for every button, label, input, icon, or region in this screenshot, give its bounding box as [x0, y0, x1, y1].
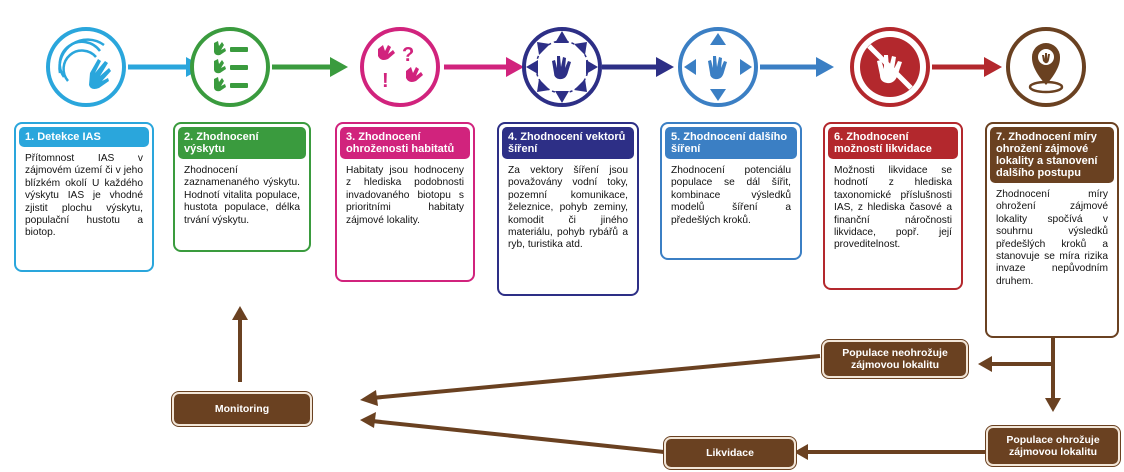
step-title-7: 7. Zhodnocení míry ohrožení zájmové loka… [990, 127, 1114, 183]
arrow-head-3 [506, 57, 524, 77]
hands-question-icon: ? ! [360, 27, 440, 107]
step-text-2: Zhodnocení zaznamenaného výskytu. Hodnot… [184, 165, 300, 226]
step-title-5: 5. Zhodnocení dalšího šíření [665, 127, 797, 159]
flow-arrows [232, 306, 1061, 460]
step-text-5: Zhodnocení potenciálu populace se dál ší… [671, 165, 791, 226]
step-text-1: Přítomnost IAS v zájmovém území či v jeh… [25, 153, 143, 239]
detection-waves-icon [46, 27, 126, 107]
liquidation-box: Likvidace [664, 437, 796, 469]
step-title-3: 3. Zhodnocení ohroženosti habitatů [340, 127, 470, 159]
outcome-threatened-box: Populace ohrožuje zájmovou lokalitu [986, 426, 1120, 466]
outcome-not-threatened-box: Populace neohrožuje zájmovou lokalitu [822, 340, 968, 378]
hand-list-icon [190, 27, 270, 107]
arrow-head-6 [984, 57, 1002, 77]
hand-spread-icon [678, 27, 758, 107]
step-card-1: 1. Detekce IAS Přítomnost IAS v zájmovém… [14, 122, 154, 272]
arrow-head-2 [330, 57, 348, 77]
step-card-7: 7. Zhodnocení míry ohrožení zájmové loka… [985, 122, 1119, 338]
step-text-6: Možnosti likvidace se hodnotí z hlediska… [834, 165, 952, 251]
step-text-7: Zhodnocení míry ohrožení zájmové lokalit… [996, 189, 1108, 287]
arrow-head-5 [816, 57, 834, 77]
hand-prohibited-icon [850, 27, 930, 107]
step-title-6: 6. Zhodnocení možností likvidace [828, 127, 958, 159]
step-card-5: 5. Zhodnocení dalšího šíření Zhodnocení … [660, 122, 802, 260]
monitoring-box: Monitoring [172, 392, 312, 426]
step-card-2: 2. Zhodnocení výskytu Zhodnocení zazname… [173, 122, 311, 252]
step-title-4: 4. Zhodnocení vektorů šíření [502, 127, 634, 159]
arrow-head-4 [656, 57, 674, 77]
step-card-3: 3. Zhodnocení ohroženosti habitatů Habit… [335, 122, 475, 282]
icon-connectors [128, 57, 1002, 77]
hand-location-pin-icon [1006, 27, 1086, 107]
step-card-4: 4. Zhodnocení vektorů šíření Za vektory … [497, 122, 639, 296]
step-card-6: 6. Zhodnocení možností likvidace Možnost… [823, 122, 963, 290]
hand-vectors-icon [522, 27, 602, 107]
step-title-1: 1. Detekce IAS [19, 127, 149, 147]
step-text-3: Habitaty jsou hodnoceny z hlediska podob… [346, 165, 464, 226]
svg-text:!: ! [382, 70, 389, 92]
step-text-4: Za vektory šíření jsou považovány vodní … [508, 165, 628, 251]
svg-text:?: ? [402, 44, 414, 66]
step-title-2: 2. Zhodnocení výskytu [178, 127, 306, 159]
